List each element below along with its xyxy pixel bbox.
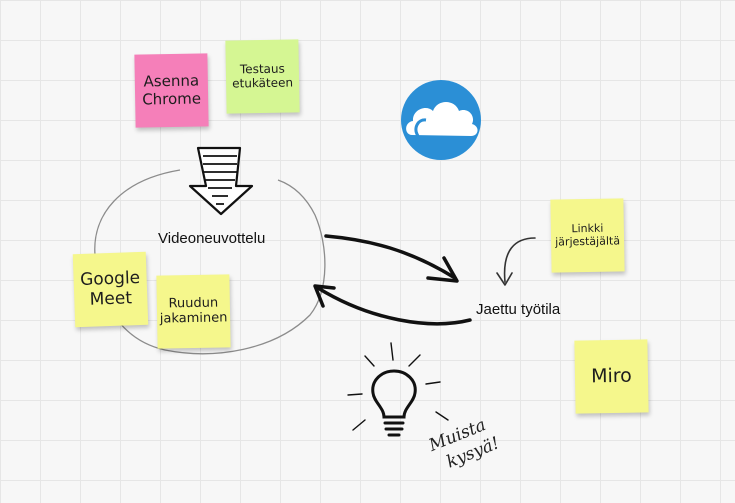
curved-arrow-linkki-head bbox=[496, 272, 513, 286]
note-text: Testaus etukäteen bbox=[232, 61, 294, 91]
arrow-to-workspace[interactable] bbox=[324, 234, 457, 280]
sticky-note-asenna-chrome[interactable]: Asenna Chrome bbox=[134, 53, 209, 128]
sticky-note-testaus[interactable]: Testaus etukäteen bbox=[225, 39, 300, 114]
loop-circle[interactable] bbox=[94, 169, 326, 355]
arrow-to-workspace-head bbox=[426, 256, 459, 283]
note-text: Google Meet bbox=[79, 267, 141, 310]
sticky-note-linkki[interactable]: Linkki järjestäjältä bbox=[550, 198, 625, 273]
note-text: Miro bbox=[590, 364, 633, 387]
sticky-note-miro[interactable]: Miro bbox=[574, 339, 649, 414]
note-text: Linkki järjestäjältä bbox=[555, 221, 621, 249]
lightbulb-icon bbox=[347, 342, 449, 437]
arrow-to-video-head bbox=[313, 284, 336, 308]
note-text: Asenna Chrome bbox=[142, 71, 202, 109]
curved-arrow-linkki[interactable] bbox=[503, 237, 536, 283]
cloud-icon bbox=[401, 80, 481, 160]
note-text: Ruudun jakaminen bbox=[159, 295, 228, 327]
download-arrow-icon bbox=[188, 146, 254, 216]
sticky-note-ruudun-jakaminen[interactable]: Ruudun jakaminen bbox=[156, 274, 231, 349]
label-jaettu-tyotila[interactable]: Jaettu työtila bbox=[476, 301, 561, 318]
arrow-to-video[interactable] bbox=[316, 286, 472, 326]
label-videoneuvottelu[interactable]: Videoneuvottelu bbox=[158, 230, 266, 247]
sticky-note-google-meet[interactable]: Google Meet bbox=[72, 251, 149, 328]
